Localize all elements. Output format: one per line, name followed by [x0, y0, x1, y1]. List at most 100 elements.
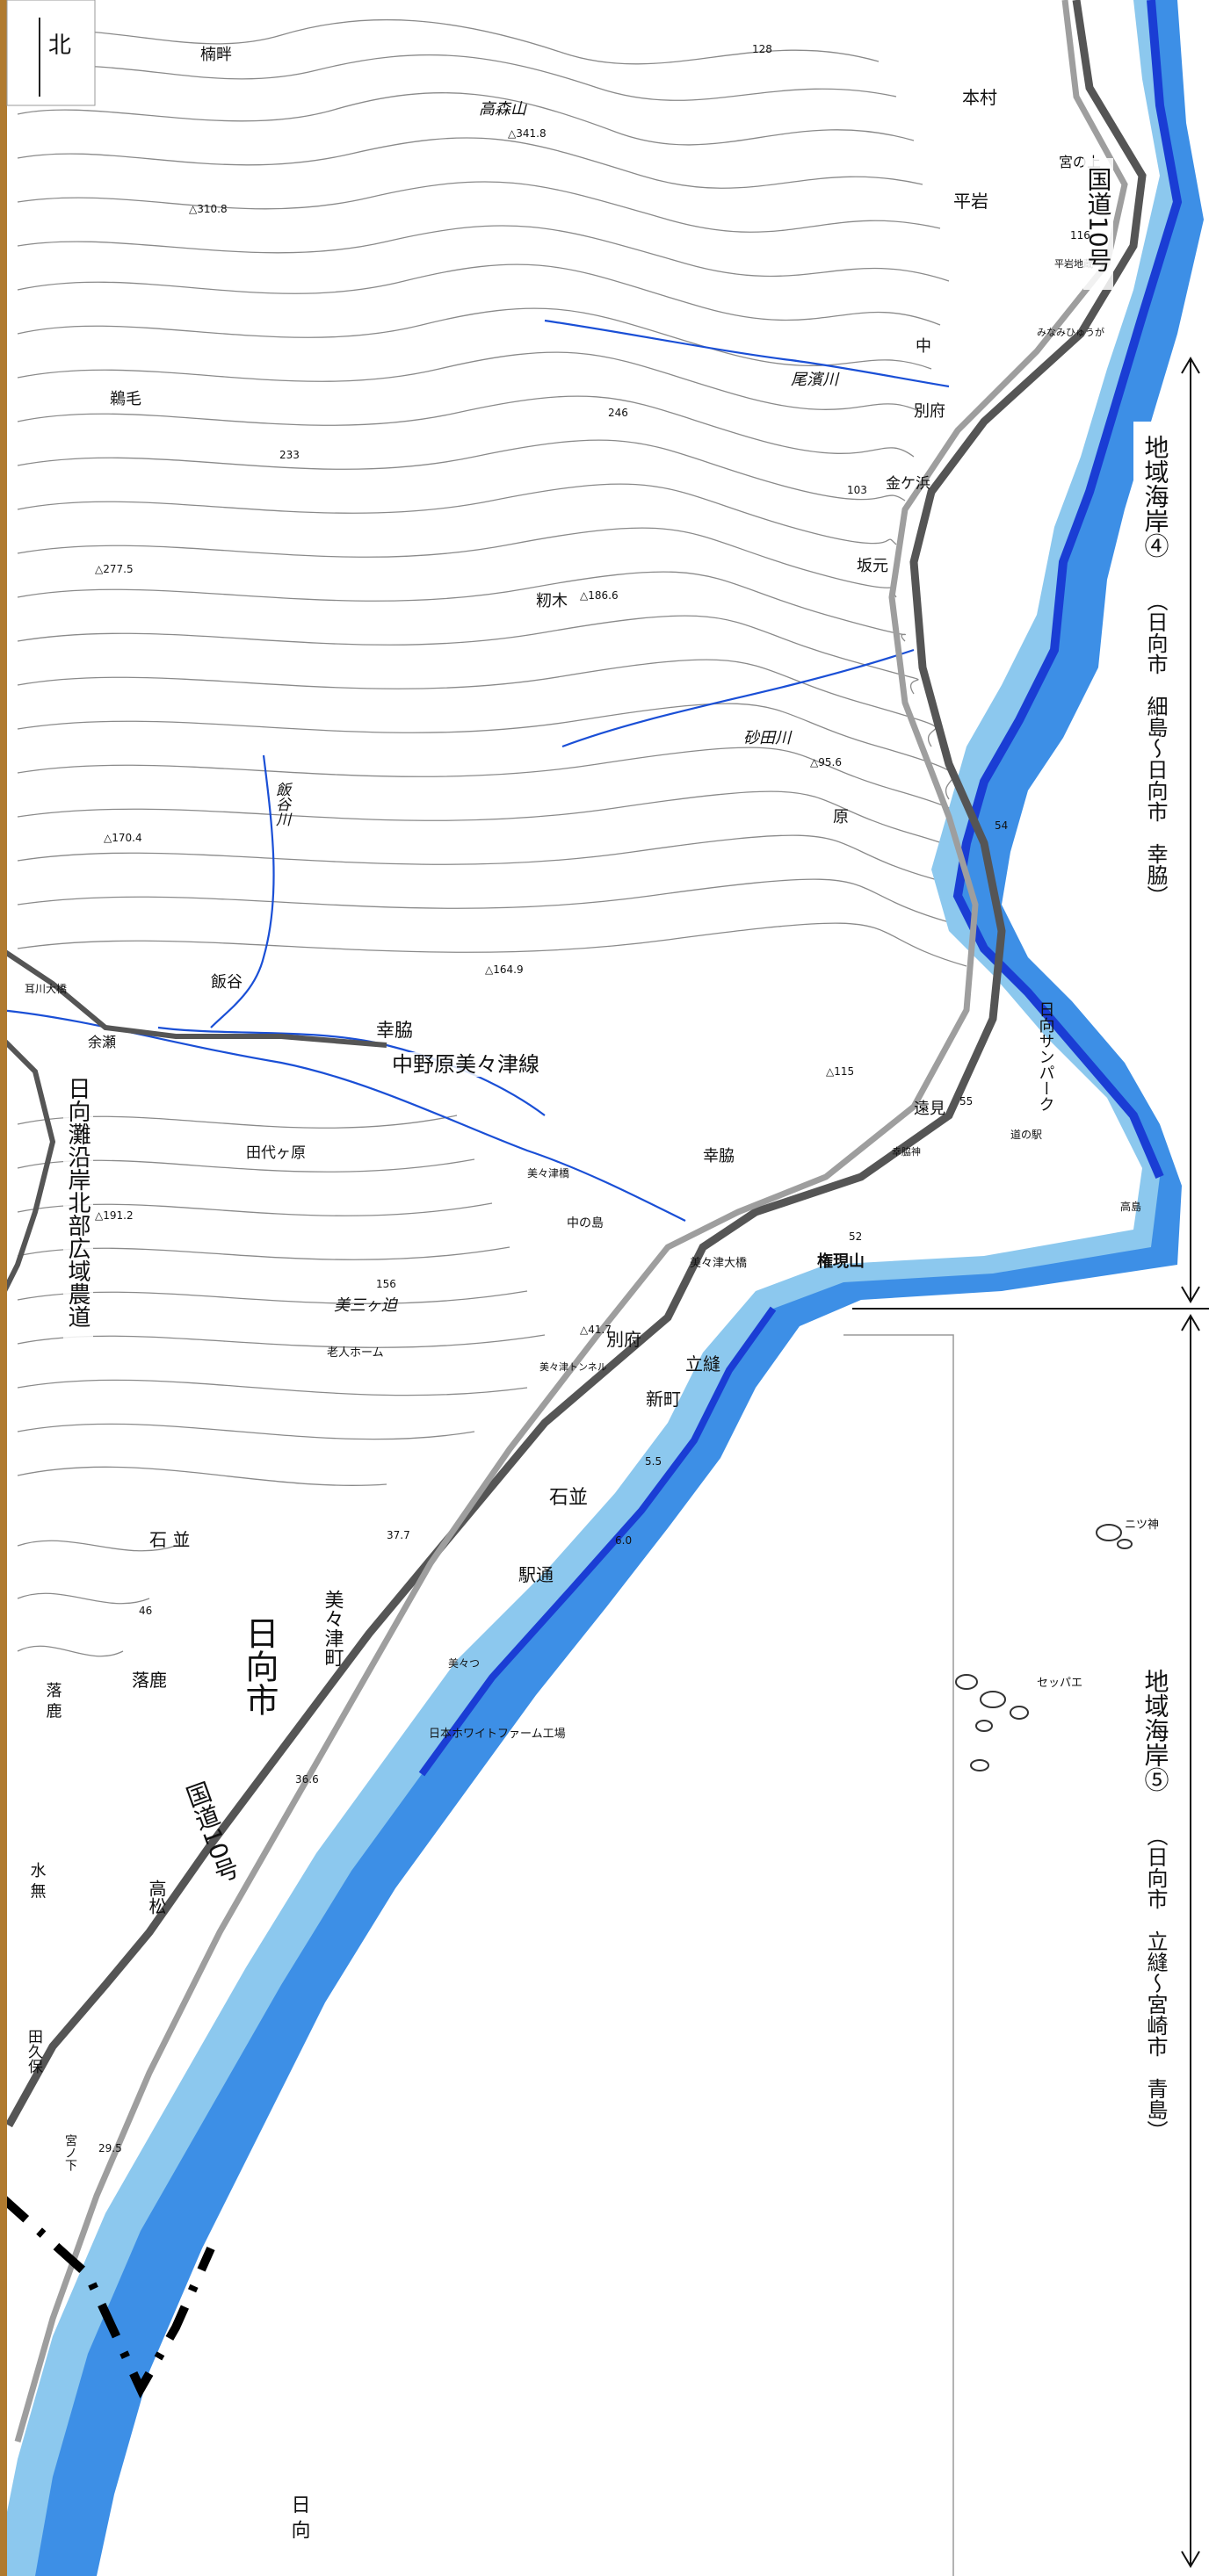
label-ekidori: 駅通 [518, 1564, 554, 1585]
label-tashirogahara: 田代ヶ原 [246, 1144, 306, 1162]
sea-dark-edge [952, 0, 1183, 1179]
label-nihon-white-farm: 日本ホワイトファーム工場 [429, 1728, 566, 1741]
zone4-title: 地域海岸④ [1141, 435, 1170, 558]
label-momiki: 籾木 [536, 592, 568, 610]
elev-128: 128 [752, 43, 772, 55]
open-sea [97, 0, 1209, 2576]
roads [0, 0, 1147, 2443]
label-mimitsu-town: 美々津町 [322, 1590, 344, 1667]
label-hara: 原 [833, 808, 849, 826]
label-gongenyama: 権現山 [817, 1252, 865, 1271]
label-mimikawa-bridge: 耳川大橋 [25, 983, 67, 995]
label-farm-road: 日向灘沿岸北部広域農道 [64, 1077, 90, 1328]
elev-5: 5.5 [645, 1455, 662, 1468]
admin-boundary [0, 2192, 215, 2399]
label-ochika: 落鹿 [132, 1670, 167, 1691]
label-takamatsu: 高松 [146, 1880, 167, 1915]
label-roujin-home: 老人ホーム [327, 1346, 384, 1360]
nakanobaru-road [0, 946, 387, 1048]
offshore-rocks [955, 1524, 1133, 1771]
label-route10-top: 国道10号 [1084, 167, 1113, 272]
elev-186: △186.6 [580, 589, 619, 602]
elev-246: 246 [608, 407, 628, 419]
railway-line [14, 0, 1128, 2443]
label-sunpark: 日向サンパーク [1037, 1001, 1055, 1112]
offshore-grid [843, 1334, 954, 2576]
elev-95: △95.6 [810, 756, 842, 768]
label-minamihyuga: みなみひゅうが [1037, 326, 1104, 338]
label-takashima: 高島 [1120, 1200, 1141, 1213]
place-labels: 楠畔 高森山 本村 宮の上 平岩 平岩地蔵 みなみひゅうが 中 別府 金ケ浜 坂… [25, 46, 1159, 2539]
label-tatenui: 立縫 [685, 1353, 720, 1375]
label-iidani-river: 飯谷川 [272, 782, 291, 826]
label-miyanoshita: 宮ノ下 [63, 2134, 77, 2171]
label-ochika-left: 落 鹿 [44, 1682, 62, 1719]
label-sachiwaki-lower: 幸脇 [703, 1147, 735, 1165]
elev-191: △191.2 [95, 1209, 134, 1222]
label-nakanobaru-line: 中野原美々津線 [392, 1052, 539, 1077]
zone-labels: 地域海岸④ （日向市 細島〜日向市 幸脇） 地域海岸⑤ （日向市 立縫〜宮崎市 … [1133, 422, 1177, 2266]
label-mizu-nashi: 水 無 [28, 1862, 47, 1899]
label-sachiwaki-shrine: 幸脇神 [892, 1145, 921, 1158]
label-takamoriyama: 高森山 [479, 100, 527, 119]
zone4-range: （日向市 細島〜日向市 幸脇） [1143, 590, 1168, 906]
elev-36: 36.6 [295, 1773, 319, 1786]
elev-55: 55 [959, 1095, 973, 1108]
label-beppu-top: 別府 [914, 402, 945, 421]
label-ishinami: 石並 [549, 1487, 588, 1509]
label-ishinami-left: 石 並 [149, 1529, 190, 1550]
road-labels: 国道10号 国道10号 中野原美々津線 日向灘沿岸北部広域農道 日向サンパーク [63, 158, 1113, 1887]
elev-37: 37.7 [387, 1529, 410, 1541]
river-labels: 尾濱川 砂田川 飯谷川 [272, 371, 840, 826]
left-border [0, 0, 7, 2576]
elev-29: 29.5 [98, 2142, 122, 2154]
elev-41: △41.7 [580, 1324, 612, 1336]
label-hiraiwa: 平岩 [953, 191, 988, 212]
label-sankatachi: 美三ヶ迫 [334, 1296, 399, 1315]
label-michinoeki: 道の駅 [1010, 1129, 1042, 1141]
label-futagami: ニツ神 [1125, 1519, 1159, 1532]
label-beppu-mid: 別府 [606, 1329, 641, 1350]
label-tsurumo: 鵜毛 [110, 390, 141, 408]
label-mimitsu-ohashi: 美々津大橋 [690, 1257, 747, 1270]
label-hyuga-bottom: 日 向 [288, 2494, 310, 2539]
compass-box: 北 [6, 0, 96, 106]
zone5-title: 地域海岸⑤ [1141, 1669, 1170, 1792]
label-hyuga-city: 日向市 [240, 1616, 279, 1716]
elev-233: 233 [279, 449, 300, 461]
elev-170: △170.4 [104, 832, 142, 844]
north-mark: 北 [48, 32, 71, 59]
route10-line [5, 0, 1147, 2128]
label-naka: 中 [916, 337, 931, 356]
label-takubo: 田久保 [25, 2029, 43, 2074]
label-nashiaze: 楠畔 [200, 46, 232, 64]
elev-46: 46 [139, 1605, 152, 1617]
sea-dark-edge-lower [418, 1306, 777, 1777]
elev-310: △310.8 [189, 203, 228, 215]
elev-156: 156 [376, 1278, 396, 1290]
elev-277: △277.5 [95, 563, 134, 575]
label-sepbae: セッパエ [1037, 1677, 1082, 1690]
elev-103: 103 [847, 484, 867, 496]
elevation-labels: △341.8 △310.8 △277.5 233 246 △186.6 △170… [95, 43, 1090, 2154]
label-sachiwaki: 幸脇 [376, 1020, 413, 1041]
elev-164: △164.9 [485, 963, 524, 976]
elev-115: △115 [826, 1065, 854, 1078]
label-kanegahama: 金ケ浜 [886, 475, 930, 493]
zone5-range: （日向市 立縫〜宮崎市 青島） [1143, 1825, 1168, 2141]
elev-341: △341.8 [508, 127, 547, 140]
label-sakamoto: 坂元 [857, 557, 888, 575]
elev-6: 6.0 [615, 1534, 632, 1547]
zone-brackets [852, 357, 1209, 2568]
label-tadaimi: 遠見 [914, 1100, 945, 1118]
elev-52: 52 [849, 1230, 862, 1243]
elev-116: 116 [1070, 229, 1090, 242]
label-sunada-river: 砂田川 [743, 729, 793, 747]
label-motomura: 本村 [962, 87, 997, 108]
label-yose: 余瀬 [88, 1034, 116, 1050]
label-shinmachi: 新町 [646, 1389, 681, 1410]
label-nakanoshima: 中の島 [567, 1216, 604, 1230]
